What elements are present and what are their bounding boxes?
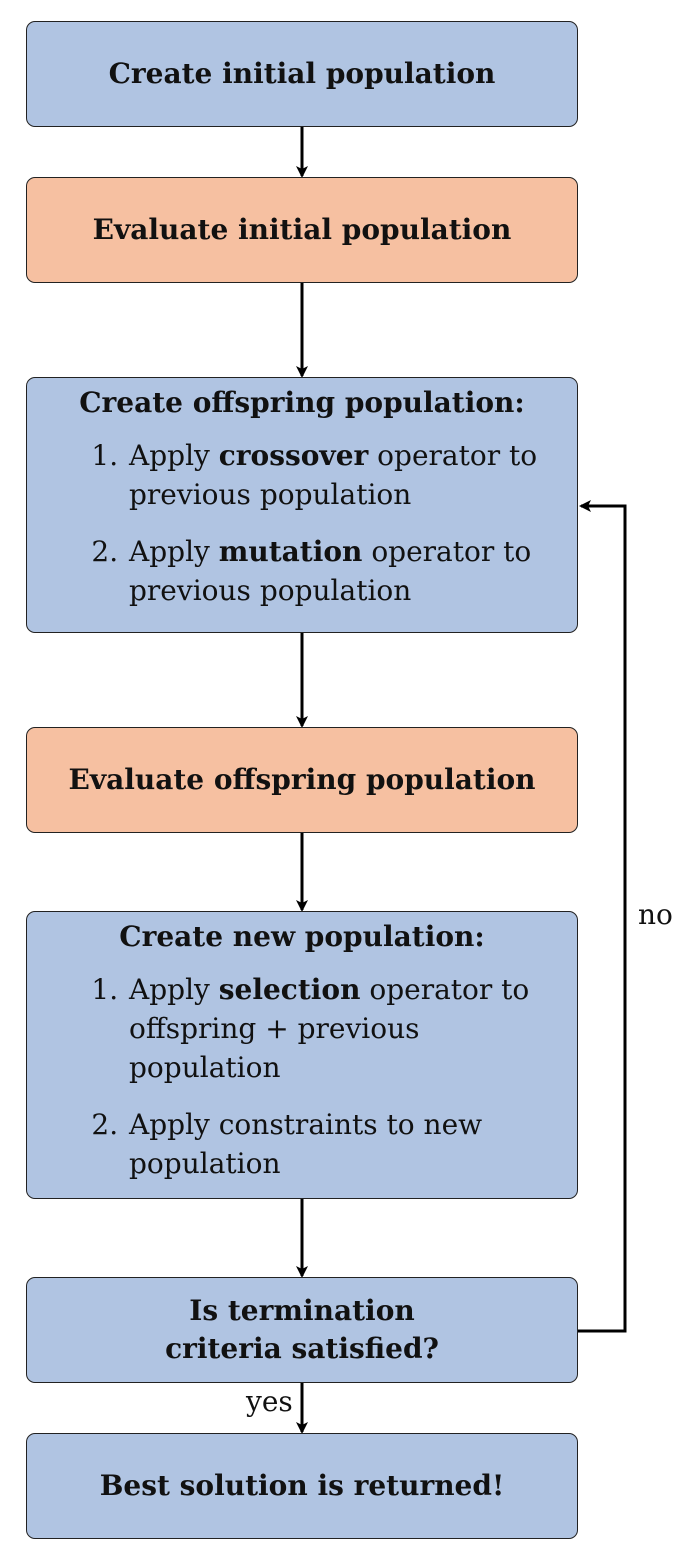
node-evaluate-offspring-population: Evaluate offspring population bbox=[26, 727, 578, 833]
node-best-solution-returned: Best solution is returned! bbox=[26, 1433, 578, 1539]
arrow-loop-no bbox=[578, 500, 627, 1333]
node-label: Evaluate initial population bbox=[92, 213, 512, 246]
node-create-initial-population: Create initial population bbox=[26, 21, 578, 127]
node-create-new-population: Create new population: Apply selection o… bbox=[26, 911, 578, 1199]
new-population-steps-list: Apply selection operator to offspring + … bbox=[27, 970, 577, 1183]
node-create-offspring-population: Create offspring population: Apply cross… bbox=[26, 377, 578, 633]
list-item: Apply constraints to new population bbox=[127, 1105, 547, 1183]
node-title: Create new population: bbox=[119, 920, 485, 953]
node-label-line-2: criteria satisfied? bbox=[165, 1332, 439, 1365]
node-title: Create offspring population: bbox=[79, 386, 525, 419]
list-item: Apply crossover operator to previous pop… bbox=[127, 436, 547, 514]
node-label: Evaluate offspring population bbox=[68, 763, 536, 796]
node-evaluate-initial-population: Evaluate initial population bbox=[26, 177, 578, 283]
node-label-line-1: Is termination bbox=[189, 1294, 415, 1327]
edge-label-no: no bbox=[638, 898, 673, 931]
node-label: Best solution is returned! bbox=[99, 1469, 505, 1502]
offspring-steps-list: Apply crossover operator to previous pop… bbox=[27, 436, 577, 610]
list-item: Apply selection operator to offspring + … bbox=[127, 970, 547, 1087]
list-item: Apply mutation operator to previous popu… bbox=[127, 532, 547, 610]
node-label: Create initial population bbox=[108, 57, 496, 90]
edge-label-yes: yes bbox=[246, 1385, 293, 1418]
node-termination-check: Is termination criteria satisfied? bbox=[26, 1277, 578, 1383]
